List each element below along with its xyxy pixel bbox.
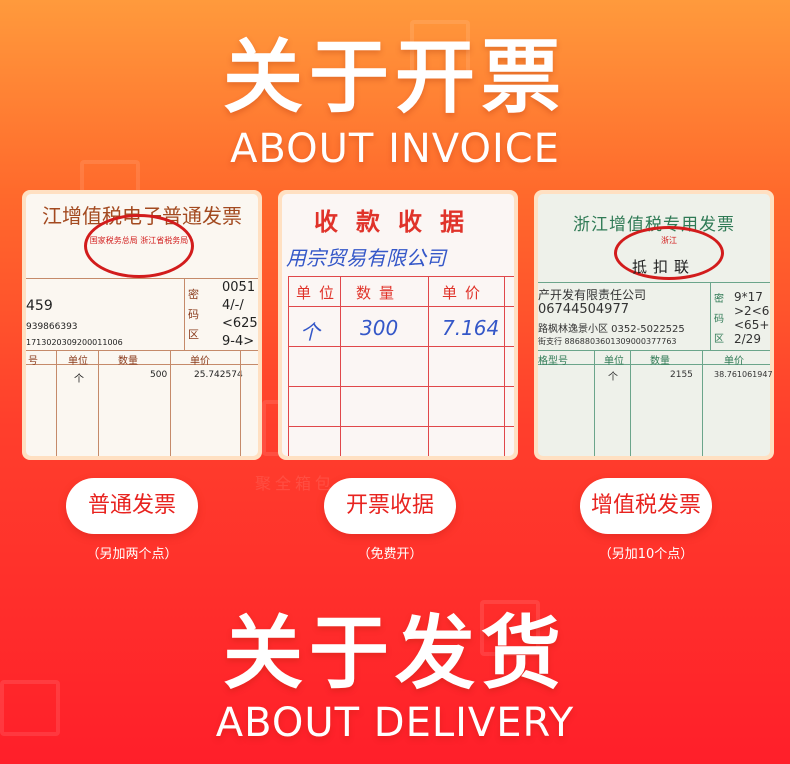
watermark-text: 聚全箱包 [255,474,336,493]
receipt-card: 收款收据 用宗贸易有限公司 单位 数量 单价 个 300 7.164 [278,190,518,460]
receipt-button[interactable]: 开票收据 [324,478,456,534]
receipt-note: （免费开） [357,547,423,562]
receipt-image: 收款收据 用宗贸易有限公司 单位 数量 单价 个 300 7.164 [282,194,514,456]
invoice-section-title: 关于开票 [223,31,567,124]
vat-invoice-image: 浙江增值税专用发票 浙江 抵扣联 产开发有限责任公司 06744504977 路… [538,194,773,456]
tax-seal-icon: 国家税务总局 浙江省税务局 [84,214,194,278]
delivery-section-title: 关于发货 [223,607,567,700]
vat-invoice-note: （另加10个点） [598,547,694,562]
delivery-section-subtitle: ABOUT DELIVERY [215,700,575,746]
vat-invoice-button[interactable]: 增值税发票 [580,478,712,534]
receipt-header: 收款收据 [314,208,482,236]
general-invoice-button[interactable]: 普通发票 [66,478,198,534]
receipt-handwriting: 用宗贸易有限公司 [286,246,446,270]
vat-sub-label: 抵扣联 [632,258,696,276]
invoice-section-subtitle: ABOUT INVOICE [230,126,560,172]
general-invoice-note: （另加两个点） [86,547,178,562]
tax-seal-icon: 浙江 [614,226,724,280]
vat-invoice-card: 浙江增值税专用发票 浙江 抵扣联 产开发有限责任公司 06744504977 路… [534,190,774,460]
general-invoice-card: 江增值税电子普通发票 国家税务总局 浙江省税务局 0051 4/-/ <625 … [22,190,262,460]
general-invoice-image: 江增值税电子普通发票 国家税务总局 浙江省税务局 0051 4/-/ <625 … [26,194,258,456]
